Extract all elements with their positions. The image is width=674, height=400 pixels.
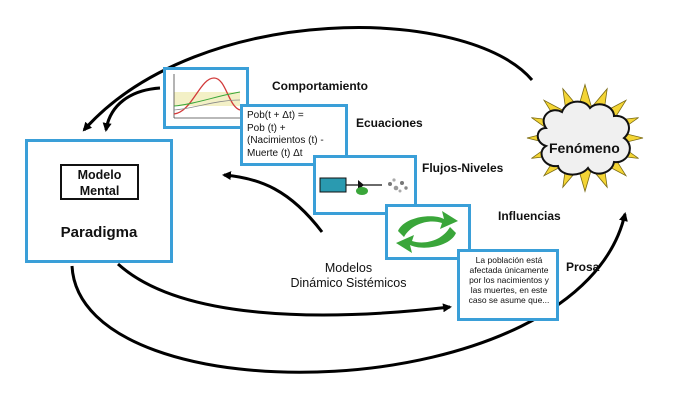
behavior-box [163,67,249,129]
equation-line-2: Pob (t) + [247,122,286,134]
arrow-phenomenon-to-paradigm [82,26,534,132]
equation-line-4: Muerte (t) Δt [247,147,303,159]
paradigm-box: Modelo Mental Paradigma [25,139,173,263]
cloud-shape [536,100,631,176]
prose-text: La población está afectada únicamente po… [468,255,550,305]
arrow-paradigm-to-models [116,262,452,317]
label-prosa: Prosa [566,260,600,274]
equations-box: Pob(t + Δt) = Pob (t) + (Nacimientos (t)… [240,104,348,166]
equation-text: Pob(t + Δt) = Pob (t) + (Nacimientos (t)… [247,110,324,160]
models-label-line-1: Modelos [324,261,373,275]
stock-flow-icon [319,177,408,195]
influences-box [385,204,471,260]
label-comportamiento: Comportamiento [272,79,368,93]
phenomenon-label: Fenómeno [549,140,620,156]
label-influencias: Influencias [498,209,561,223]
arrow-models-to-paradigm [222,171,324,233]
loop-arrows-icon [396,211,458,253]
equation-line-3: (Nacimientos (t) - [247,135,324,146]
prose-box: La población está afectada únicamente po… [457,249,559,321]
arrow-paradigm-to-phenomenon [70,212,628,374]
mental-model-line-1: Modelo [77,168,122,182]
stocks-flows-box [313,155,417,215]
mental-model-box: Modelo Mental [60,164,139,200]
label-flujos-niveles: Flujos-Niveles [422,161,504,175]
models-label-line-2: Dinámico Sistémicos [290,276,407,290]
equation-line-1: Pob(t + Δt) = [247,110,304,121]
arrow-behavior-to-paradigm [102,86,161,132]
phenomenon-starburst [526,83,644,193]
mental-model-line-2: Mental [79,184,120,198]
models-label: Modelos Dinámico Sistémicos [276,261,421,291]
label-ecuaciones: Ecuaciones [356,116,423,130]
paradigm-label: Paradigma [60,224,138,241]
behavior-graph-icon [166,70,246,126]
